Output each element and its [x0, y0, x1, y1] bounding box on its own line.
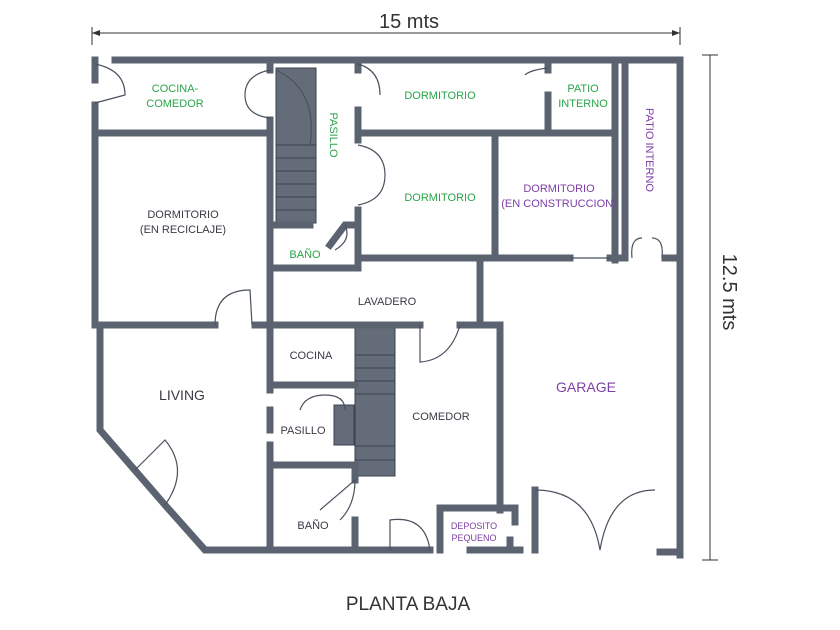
door-dormitorio-2 [357, 144, 386, 206]
door-patio-interno [631, 237, 663, 259]
staircase-lower [333, 327, 396, 477]
door-dormitorio-reciclaje [214, 289, 253, 326]
label-dormitorio-reciclaje-2: (EN RECICLAJE) [140, 224, 226, 236]
label-patio-interno-1a: PATIO [567, 83, 599, 95]
label-dormitorio-1: DORMITORIO [404, 90, 476, 102]
label-garage: GARAGE [556, 379, 616, 395]
staircase-upper [275, 67, 317, 224]
label-dormitorio-reciclaje-1: DORMITORIO [147, 209, 219, 221]
label-deposito-1: DEPOSITO [451, 521, 497, 531]
label-patio-interno-2: PATIO INTERNO [643, 108, 655, 192]
door-cocina-comedor [94, 63, 126, 104]
door-patio [524, 67, 549, 76]
door-pasillo [299, 394, 346, 411]
door-living [134, 439, 178, 506]
label-deposito-2: PEQUENO [451, 533, 496, 543]
height-label: 12.5 mts [718, 254, 740, 331]
door-bano-bottom [319, 478, 356, 521]
label-dormitorio-construccion-1: DORMITORIO [523, 183, 595, 195]
label-dormitorio-construccion-2: (EN CONSTRUCCION) [501, 198, 617, 210]
label-pasillo-bottom: PASILLO [280, 425, 325, 437]
door-dormitorio [357, 63, 381, 96]
label-dormitorio-2: DORMITORIO [404, 192, 476, 204]
label-bano-bottom: BAÑO [297, 519, 329, 532]
label-pasillo-top: PASILLO [327, 112, 339, 157]
door-bano-top [334, 224, 348, 251]
door-cocina-comedor-2 [244, 69, 271, 119]
label-cocina-comedor-1: COCINA- [152, 83, 199, 95]
plan-title: PLANTA BAJA [346, 594, 471, 615]
label-patio-interno-1b: INTERNO [558, 98, 608, 110]
label-comedor: COMEDOR [412, 411, 470, 423]
label-bano-top: BAÑO [289, 248, 321, 261]
doors [94, 63, 663, 551]
label-cocina-comedor-2: COMEDOR [146, 98, 204, 110]
walls [91, 56, 684, 559]
height-dimension: 12.5 mts [702, 54, 740, 561]
label-cocina: COCINA [290, 350, 333, 362]
width-label: 15 mts [379, 11, 439, 33]
door-comedor [389, 518, 431, 551]
door-lavadero [419, 324, 461, 363]
garage-door [534, 489, 656, 551]
label-living: LIVING [159, 387, 205, 403]
width-dimension: 15 mts [91, 11, 681, 45]
label-lavadero: LAVADERO [358, 296, 417, 308]
